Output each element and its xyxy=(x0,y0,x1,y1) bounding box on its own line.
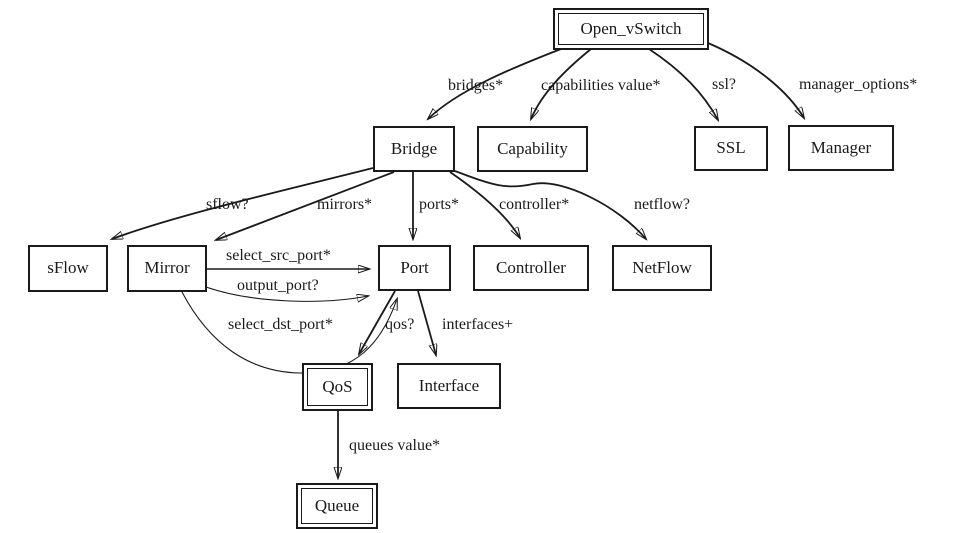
edge-ssl xyxy=(648,48,718,120)
node-capability-label: Capability xyxy=(497,138,568,158)
edge-label-output-port: output_port? xyxy=(237,277,319,294)
edge-qos xyxy=(359,290,396,354)
node-ssl-label: SSL xyxy=(716,138,746,157)
edge-interfaces xyxy=(417,290,436,355)
edge-label-sflow: sflow? xyxy=(206,196,249,213)
node-open-vswitch-label: Open_vSwitch xyxy=(580,18,682,38)
node-qos-inner-border: QoS xyxy=(307,368,368,406)
node-open-vswitch-inner-border: Open_vSwitch xyxy=(558,13,704,45)
node-queue-label: Queue xyxy=(314,495,360,515)
edge-output-port xyxy=(205,286,368,301)
node-qos-label: QoS xyxy=(322,376,353,396)
node-queue-inner-border: Queue xyxy=(301,488,373,524)
edge-label-netflow: netflow? xyxy=(634,196,690,213)
edge-label-bridges: bridges* xyxy=(448,77,504,94)
edge-label-select-src-port: select_src_port* xyxy=(226,247,331,264)
edge-label-manager-options: manager_options* xyxy=(799,76,918,93)
edge-bridges xyxy=(428,48,562,119)
node-interface-label: Interface xyxy=(418,375,480,395)
edge-label-capabilities: capabilities value* xyxy=(541,77,661,94)
edge-label-queues: queues value* xyxy=(349,437,441,454)
node-ssl: SSL xyxy=(694,126,768,171)
node-bridge-label: Bridge xyxy=(390,138,438,158)
node-manager: Manager xyxy=(788,125,894,171)
node-sflow-label: sFlow xyxy=(47,258,89,277)
node-manager-label: Manager xyxy=(810,137,872,157)
edge-label-interfaces: interfaces+ xyxy=(442,316,514,333)
edge-label-mirrors: mirrors* xyxy=(317,196,373,213)
edge-capabilities xyxy=(531,48,592,119)
edge-label-ssl: ssl? xyxy=(712,76,736,93)
node-capability: Capability xyxy=(477,126,588,172)
edge-label-qos: qos? xyxy=(385,316,415,333)
edge-sflow xyxy=(112,167,374,239)
edge-netflow xyxy=(454,170,646,239)
edge-controller xyxy=(449,171,520,238)
node-port-label: Port xyxy=(400,257,429,277)
edge-mirrors xyxy=(216,171,395,240)
node-netflow-label: NetFlow xyxy=(632,257,692,277)
edge-label-controller: controller* xyxy=(499,196,570,213)
node-bridge: Bridge xyxy=(373,126,455,172)
node-interface: Interface xyxy=(397,363,501,409)
edge-label-ports: ports* xyxy=(419,196,459,213)
node-sflow: sFlow xyxy=(28,245,108,292)
edge-manager-options xyxy=(707,42,804,118)
node-mirror: Mirror xyxy=(127,245,207,292)
node-controller: Controller xyxy=(473,245,589,291)
edge-select-dst-port xyxy=(181,291,397,374)
node-qos: QoS xyxy=(302,363,373,411)
node-mirror-label: Mirror xyxy=(144,258,190,277)
node-queue: Queue xyxy=(296,483,378,529)
edge-label-select-dst-port: select_dst_port* xyxy=(228,316,333,333)
node-port: Port xyxy=(378,245,451,291)
node-controller-label: Controller xyxy=(496,257,566,277)
node-netflow: NetFlow xyxy=(612,245,712,291)
node-open-vswitch: Open_vSwitch xyxy=(553,8,709,50)
